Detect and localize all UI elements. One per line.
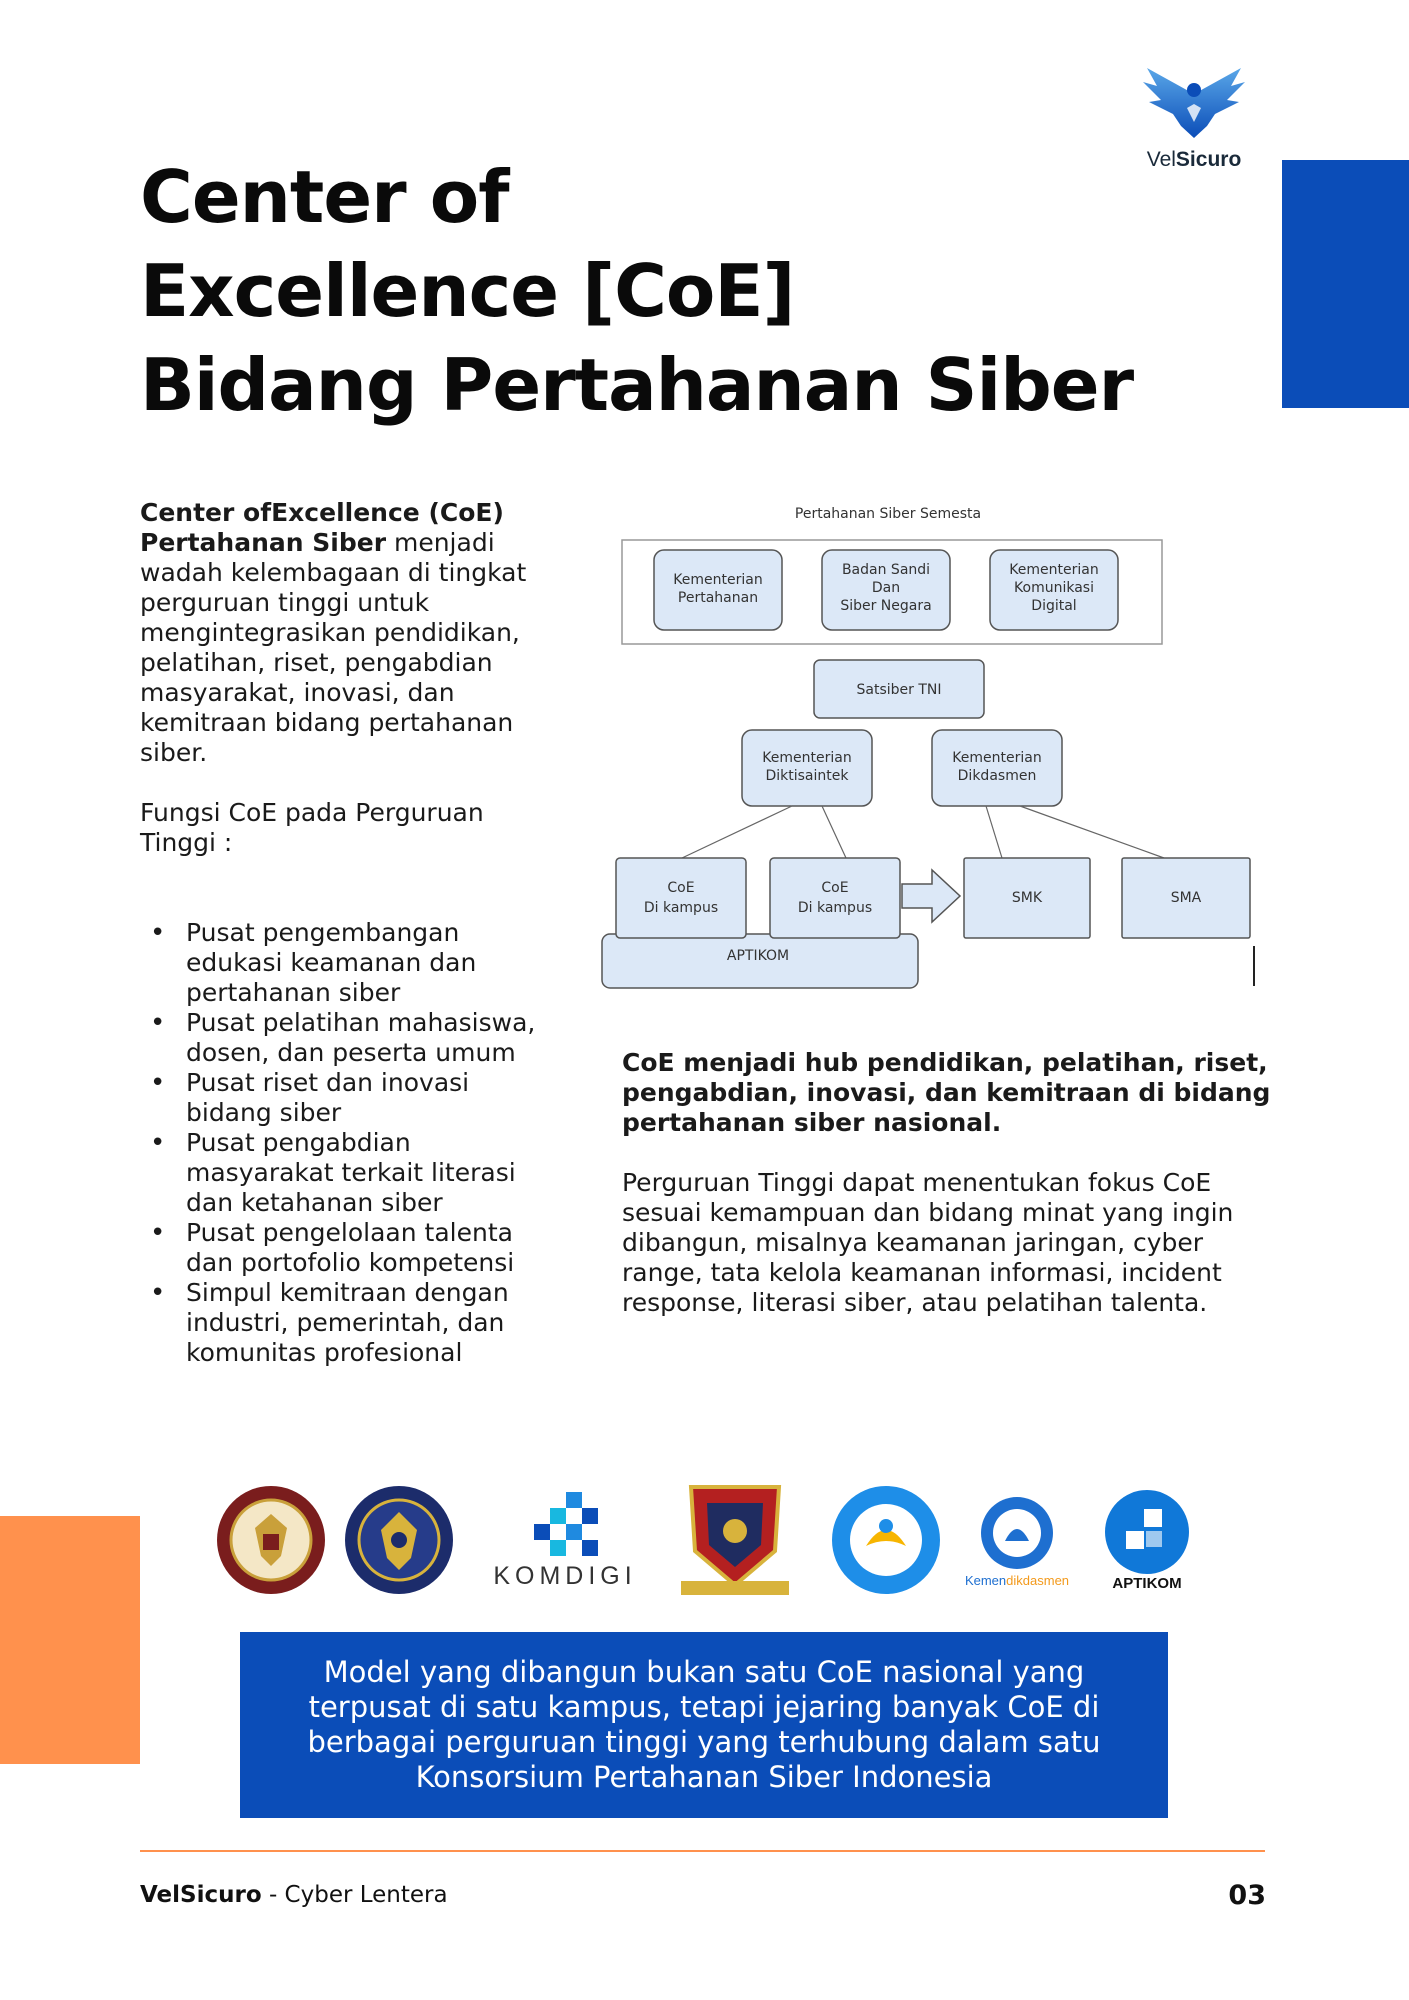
svg-text:Pertahanan: Pertahanan [678,590,758,606]
intro-paragraph: Center ofExcellence (CoE) Pertahanan Sib… [140,498,560,768]
seal-icon [217,1486,325,1594]
intro-text: menjadi wadah kelembagaan di tingkat per… [140,528,527,767]
hub-statement: CoE menjadi hub pendidikan, pelatihan, r… [622,1048,1271,1137]
page-title: Center of Excellence [CoE] Bidang Pertah… [140,150,1260,432]
decorative-blue-block [1282,160,1409,408]
node-coe-2: CoE Di kampus [769,857,901,939]
svg-text:Kementerian: Kementerian [762,750,851,766]
node-smk: SMK [963,857,1091,939]
footer-divider [140,1850,1265,1852]
svg-text:Dikdasmen: Dikdasmen [958,768,1037,784]
left-column: Center ofExcellence (CoE) Pertahanan Sib… [140,498,560,1368]
svg-text:Di kampus: Di kampus [644,900,718,916]
bssn-logo [340,1480,458,1600]
functions-heading: Fungsi CoE pada Perguruan Tinggi : [140,798,484,857]
node-badan-sandi: Badan Sandi Dan Siber Negara [821,549,951,631]
kemendikdasmen-caption: Kemendikdasmen [964,1572,1070,1588]
aptikom-mark-icon [1105,1489,1189,1574]
list-item: Simpul kemitraan dengan industri, pemeri… [150,1278,560,1368]
node-aptikom: APTIKOM [601,933,919,989]
satsiber-logo [670,1480,800,1600]
brand-logo-text: VelSicuro [1146,148,1242,171]
aptikom-logo: APTIKOM [1092,1480,1202,1600]
shield-icon [681,1485,789,1595]
decorative-orange-block [0,1516,140,1764]
node-kementerian-pertahanan: Kementerian Pertahanan [653,549,783,631]
komdigi-logo: KOMDIGI [480,1480,650,1600]
diagram-title: Pertahanan Siber Semesta [795,506,981,522]
partner-logos: KOMDIGI Kemendikdasmen [200,1480,1210,1600]
node-kementerian-dikdasmen: Kementerian Dikdasmen [931,729,1063,807]
connector-lines [681,805,1165,859]
eagle-icon [1143,68,1245,138]
focus-paragraph: Perguruan Tinggi dapat menentukan fokus … [622,1168,1234,1317]
list-item: Pusat pengelolaan talenta dan portofolio… [150,1218,560,1278]
svg-text:Kementerian: Kementerian [673,572,762,588]
node-sma: SMA [1121,857,1251,939]
node-kementerian-diktisaintek: Kementerian Diktisaintek [741,729,873,807]
callout-box: Model yang dibangun bukan satu CoE nasio… [240,1632,1168,1818]
komdigi-caption: KOMDIGI [493,1561,637,1590]
footer-brand: VelSicuro [140,1882,262,1908]
svg-text:Kementerian: Kementerian [1009,562,1098,578]
svg-text:Satsiber TNI: Satsiber TNI [857,682,942,698]
function-list: Pusat pengembangan edukasi keamanan dan … [140,918,560,1368]
svg-text:Kementerian: Kementerian [952,750,1041,766]
tut-wuri-icon [981,1496,1053,1569]
svg-text:Di kampus: Di kampus [798,900,872,916]
title-line-2: Excellence [CoE] [140,249,795,333]
list-item: Pusat pelatihan mahasiswa, dosen, dan pe… [150,1008,560,1068]
svg-text:Siber Negara: Siber Negara [840,598,931,614]
aptikom-caption: APTIKOM [1112,1574,1182,1592]
title-line-1: Center of [140,155,510,239]
arrow-right-icon [901,868,962,924]
list-item: Pusat pengembangan edukasi keamanan dan … [150,918,560,1008]
node-satsiber: Satsiber TNI [813,659,985,719]
callout-text: Model yang dibangun bukan satu CoE nasio… [307,1655,1101,1794]
intro-bold-lead: Center ofExcellence (CoE) Pertahanan Sib… [140,498,504,557]
badge-icon [832,1486,940,1594]
footer-brand-line: VelSicuro - Cyber Lentera [140,1882,448,1908]
right-column: CoE menjadi hub pendidikan, pelatihan, r… [622,1048,1282,1318]
page-number: 03 [1228,1880,1266,1911]
kementerian-pertahanan-logo [212,1480,330,1600]
svg-text:Dan: Dan [872,580,900,596]
svg-text:SMK: SMK [1012,890,1043,906]
svg-text:CoE: CoE [667,880,694,896]
velsicuro-logo: VelSicuro [1124,64,1264,204]
svg-text:Diktisaintek: Diktisaintek [765,768,849,784]
svg-text:Badan Sandi: Badan Sandi [842,562,930,578]
footer-subtitle: - Cyber Lentera [261,1882,448,1908]
diktisaintek-logo [826,1480,946,1600]
title-line-3: Bidang Pertahanan Siber [140,343,1134,427]
kemendikdasmen-logo: Kemendikdasmen [952,1480,1082,1600]
list-item: Pusat pengabdian masyarakat terkait lite… [150,1128,560,1218]
svg-text:SMA: SMA [1171,890,1202,906]
node-kementerian-komunikasi: Kementerian Komunikasi Digital [989,549,1119,631]
node-coe-1: CoE Di kampus [615,857,747,939]
pixel-mark-icon [534,1491,598,1556]
svg-text:APTIKOM: APTIKOM [727,948,789,964]
svg-text:Digital: Digital [1031,598,1076,614]
seal-icon [345,1486,453,1594]
svg-text:Komunikasi: Komunikasi [1014,580,1094,596]
org-diagram: Pertahanan Siber Semesta Kementerian Per… [598,498,1266,998]
svg-text:CoE: CoE [821,880,848,896]
list-item: Pusat riset dan inovasi bidang siber [150,1068,560,1128]
